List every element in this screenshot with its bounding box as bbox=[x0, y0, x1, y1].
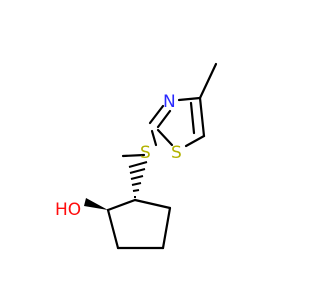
bond-c5r-c4r bbox=[161, 206, 172, 250]
bond-methyl bbox=[198, 62, 218, 100]
atom-label-s1: S bbox=[140, 143, 151, 163]
bond-c2-s1 bbox=[150, 129, 158, 147]
atom-label-s2: S bbox=[171, 143, 182, 163]
bonds bbox=[106, 62, 218, 250]
atom-label-o1: HO bbox=[55, 200, 81, 220]
bond-c5-s2 bbox=[184, 134, 206, 148]
bond-c1-c5r bbox=[133, 198, 172, 210]
bond-c2-s2 bbox=[156, 128, 174, 147]
bond-n-c2-inner bbox=[156, 109, 172, 129]
bond-c4-c5 bbox=[198, 96, 206, 138]
bond-c4-c5-inner bbox=[189, 101, 196, 135]
atom-label-n1: N bbox=[163, 92, 176, 112]
hashed-bond-c-s bbox=[128, 161, 148, 198]
bond-c3r-c2r bbox=[106, 208, 120, 250]
bond-n-c2 bbox=[148, 104, 165, 125]
wedge-bond-c-o bbox=[84, 198, 108, 210]
bond-c2r-c1r bbox=[106, 198, 137, 212]
molecule-structure: S N S HO bbox=[55, 62, 218, 250]
bond-c4-n bbox=[177, 96, 202, 102]
bond-s1-c1 bbox=[121, 153, 146, 158]
